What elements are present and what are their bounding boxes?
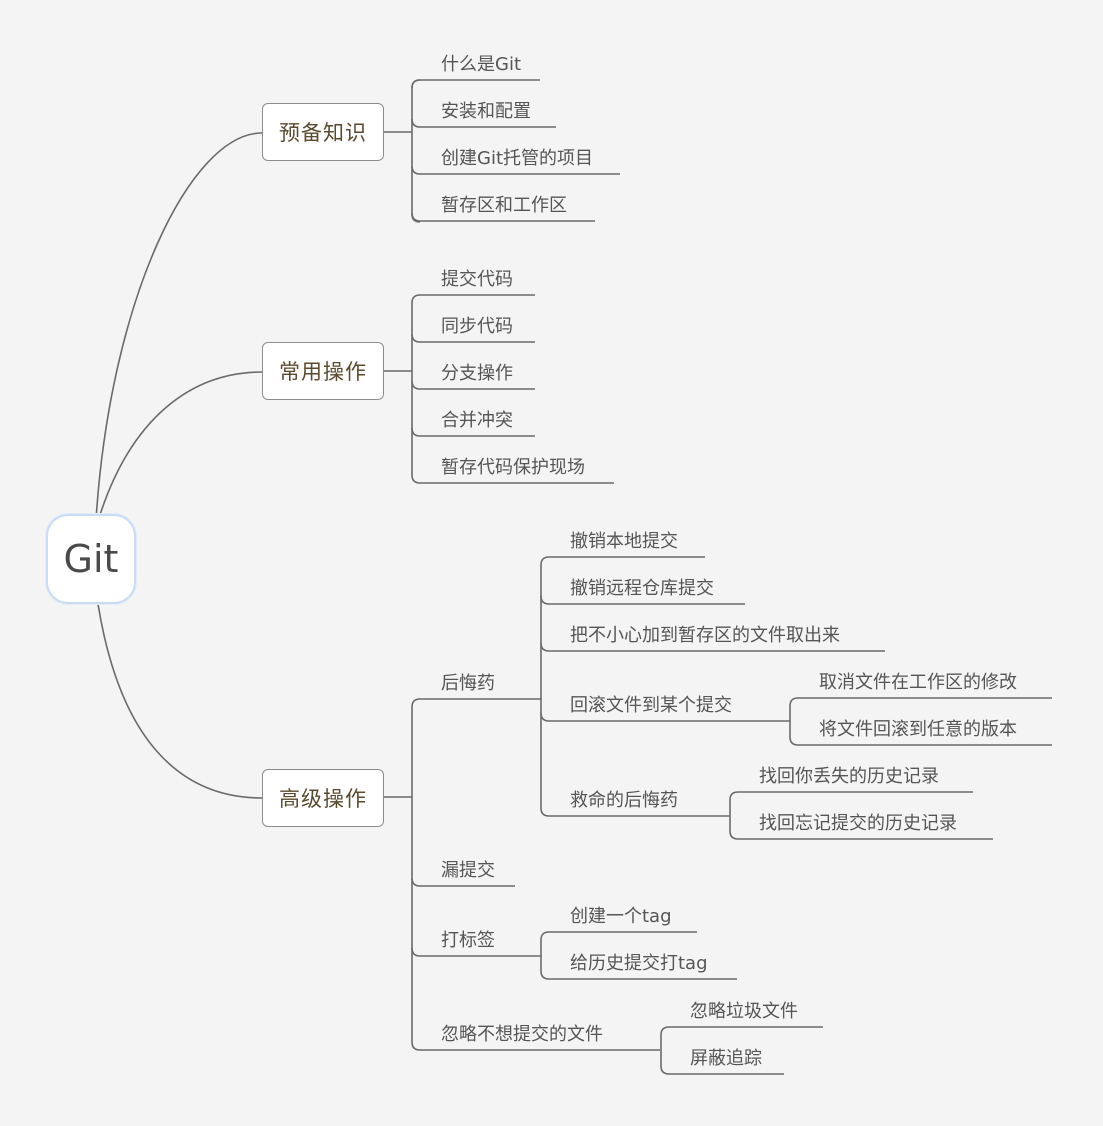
connector-root-advanced: [97, 603, 263, 799]
branch-prep[interactable]: 预备知识: [262, 103, 384, 161]
node-untrack[interactable]: 屏蔽追踪: [690, 1048, 762, 1069]
node-lifesaver[interactable]: 救命的后悔药: [570, 790, 678, 811]
node-unstage[interactable]: 把不小心加到暂存区的文件取出来: [570, 625, 840, 646]
branch-common[interactable]: 常用操作: [262, 342, 384, 400]
node-tag[interactable]: 打标签: [441, 930, 495, 951]
branch-prep-label: 预备知识: [279, 121, 367, 145]
connector-root-common: [98, 371, 263, 519]
node-create-project[interactable]: 创建Git托管的项目: [441, 148, 594, 169]
branch-common-label: 常用操作: [279, 360, 367, 384]
node-tag-history[interactable]: 给历史提交打tag: [570, 953, 708, 974]
node-rollback-version[interactable]: 将文件回滚到任意的版本: [819, 719, 1017, 740]
node-undo-remote[interactable]: 撤销远程仓库提交: [570, 578, 714, 599]
node-undo-local[interactable]: 撤销本地提交: [570, 531, 678, 552]
node-what-is-git[interactable]: 什么是Git: [441, 54, 522, 75]
node-missed-commit[interactable]: 漏提交: [441, 860, 495, 881]
node-merge-conflict[interactable]: 合并冲突: [441, 410, 513, 431]
branch-advanced[interactable]: 高级操作: [262, 769, 384, 827]
root-label: Git: [63, 537, 119, 581]
node-ignore-junk[interactable]: 忽略垃圾文件: [690, 1001, 798, 1022]
node-stash[interactable]: 暂存代码保护现场: [441, 457, 585, 478]
branch-advanced-label: 高级操作: [279, 787, 367, 811]
node-recover-uncommitted[interactable]: 找回忘记提交的历史记录: [759, 813, 957, 834]
node-create-tag[interactable]: 创建一个tag: [570, 906, 672, 927]
node-rollback-file[interactable]: 回滚文件到某个提交: [570, 695, 732, 716]
node-commit-code[interactable]: 提交代码: [441, 269, 513, 290]
node-discard-changes[interactable]: 取消文件在工作区的修改: [819, 672, 1017, 693]
root-node[interactable]: Git: [46, 514, 136, 604]
node-ignore[interactable]: 忽略不想提交的文件: [441, 1024, 603, 1045]
node-sync-code[interactable]: 同步代码: [441, 316, 513, 337]
node-branch-ops[interactable]: 分支操作: [441, 363, 513, 384]
node-install-config[interactable]: 安装和配置: [441, 101, 531, 122]
connector-root-prep: [95, 132, 263, 521]
node-recover-lost[interactable]: 找回你丢失的历史记录: [759, 766, 939, 787]
node-regret[interactable]: 后悔药: [441, 673, 495, 694]
node-stage-work-area[interactable]: 暂存区和工作区: [441, 195, 567, 216]
